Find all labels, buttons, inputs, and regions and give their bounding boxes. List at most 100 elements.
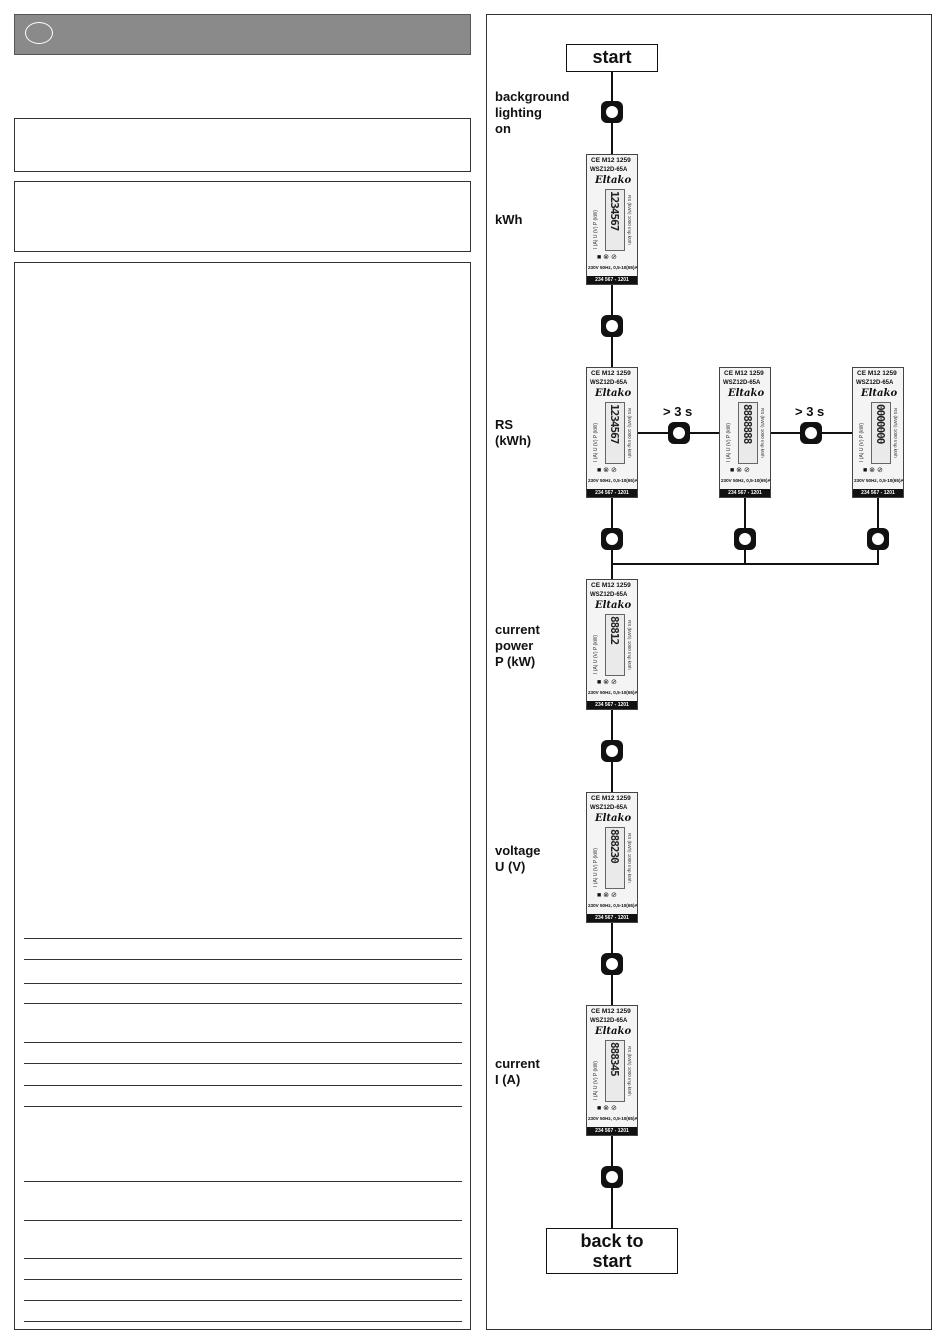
flowchart-panel — [486, 14, 932, 1330]
table-rule — [24, 1279, 462, 1280]
meter-side-labels-right: RS (kWh) 1000 Imp kWh — [627, 1046, 632, 1096]
hold-press-node — [800, 422, 822, 444]
meter-reading: 8888888 — [741, 404, 754, 444]
meter-reading: 888230 — [608, 829, 621, 863]
meter-side-labels-right: RS (kWh) 1000 Imp kWh — [627, 833, 632, 883]
meter-side-labels: I (A) U (V) P (kW) — [859, 422, 865, 462]
hold-label-2: > 3 s — [795, 404, 825, 419]
meter-model: WSZ12D-65A — [590, 805, 628, 811]
table-rule — [24, 1220, 462, 1221]
hold-press-node — [668, 422, 690, 444]
button-press-node — [601, 1166, 623, 1188]
content-box — [14, 262, 471, 1330]
meter-ce-mark: CE M12 1259 — [591, 582, 631, 589]
meter-side-labels: I (A) U (V) P (kW) — [593, 209, 599, 249]
meter-serial: 234 567 - 1201 — [587, 914, 637, 922]
meter-side-labels-right: RS (kWh) 1000 Imp kWh — [627, 195, 632, 245]
meter-display-voltage: CE M12 1259 WSZ12D-65A Eltako 888230 I (… — [586, 792, 638, 923]
table-rule — [24, 1258, 462, 1259]
meter-model: WSZ12D-65A — [590, 167, 628, 173]
meter-lcd — [605, 189, 625, 251]
meter-spec: 230V 50Hz, 0,5-10(65)A — [721, 478, 771, 483]
button-press-node — [601, 528, 623, 550]
meter-side-labels: I (A) U (V) P (kW) — [726, 422, 732, 462]
meter-reading: 1234567 — [608, 191, 621, 231]
start-box: start — [566, 44, 658, 72]
table-rule — [24, 983, 462, 984]
meter-lcd — [871, 402, 891, 464]
back-to-start-box: back to start — [546, 1228, 678, 1274]
hold-label-1: > 3 s — [663, 404, 693, 419]
meter-spec: 230V 50Hz, 0,5-10(65)A — [588, 265, 638, 270]
step-label-rs: RS (kWh) — [495, 417, 532, 448]
table-rule — [24, 1042, 462, 1043]
meter-display-rs-test: CE M12 1259 WSZ12D-65A Eltako 8888888 I … — [719, 367, 771, 498]
table-rule — [24, 1300, 462, 1301]
meter-lcd — [605, 1040, 625, 1102]
meter-spec: 230V 50Hz, 0,5-10(65)A — [854, 478, 904, 483]
meter-button-icon: ■ ⊗ ⊘ — [597, 1105, 617, 1112]
meter-side-labels-right: RS (kWh) 1000 Imp kWh — [760, 408, 765, 458]
meter-spec: 230V 50Hz, 0,5-10(65)A — [588, 478, 638, 483]
meter-reading: 888345 — [608, 1042, 621, 1076]
step-label-voltage: voltage U (V) — [495, 843, 541, 874]
meter-brand-logo: Eltako — [595, 600, 632, 611]
meter-side-labels-right: RS (kWh) 1000 Imp kWh — [893, 408, 898, 458]
meter-brand-logo: Eltako — [595, 1026, 632, 1037]
meter-ce-mark: CE M12 1259 — [591, 157, 631, 164]
meter-spec: 230V 50Hz, 0,5-10(65)A — [588, 1116, 638, 1121]
meter-side-labels: I (A) U (V) P (kW) — [593, 422, 599, 462]
button-press-node — [601, 740, 623, 762]
meter-model: WSZ12D-65A — [590, 380, 628, 386]
button-press-node — [601, 101, 623, 123]
meter-ce-mark: CE M12 1259 — [591, 795, 631, 802]
meter-model: WSZ12D-65A — [590, 592, 628, 598]
meter-serial: 234 567 - 1201 — [587, 276, 637, 284]
step-label-current: current I (A) — [495, 1056, 540, 1087]
step-label-kwh: kWh — [495, 212, 523, 227]
meter-reading: 88812 — [608, 616, 621, 645]
meter-serial: 234 567 - 1201 — [853, 489, 903, 497]
meter-brand-logo: Eltako — [595, 813, 632, 824]
meter-serial: 234 567 - 1201 — [587, 1127, 637, 1135]
meter-side-labels-right: RS (kWh) 1000 Imp kWh — [627, 620, 632, 670]
meter-brand-logo: Eltako — [861, 388, 898, 399]
meter-button-icon: ■ ⊗ ⊘ — [597, 892, 617, 899]
table-rule — [24, 1063, 462, 1064]
table-rule — [24, 959, 462, 960]
meter-model: WSZ12D-65A — [856, 380, 894, 386]
meter-side-labels: I (A) U (V) P (kW) — [593, 847, 599, 887]
meter-spec: 230V 50Hz, 0,5-10(65)A — [588, 903, 638, 908]
meter-brand-logo: Eltako — [595, 388, 632, 399]
button-press-node — [601, 315, 623, 337]
meter-button-icon: ■ ⊗ ⊘ — [597, 467, 617, 474]
meter-ce-mark: CE M12 1259 — [591, 1008, 631, 1015]
meter-display-rs: CE M12 1259 WSZ12D-65A Eltako 1234567 I … — [586, 367, 638, 498]
meter-reading: 1234567 — [608, 404, 621, 444]
meter-lcd — [605, 827, 625, 889]
language-badge — [25, 22, 53, 44]
meter-display-power: CE M12 1259 WSZ12D-65A Eltako 88812 I (A… — [586, 579, 638, 710]
meter-button-icon: ■ ⊗ ⊘ — [730, 467, 750, 474]
table-rule — [24, 1003, 462, 1004]
notice-box-1 — [14, 118, 471, 172]
meter-brand-logo: Eltako — [595, 175, 632, 186]
meter-side-labels: I (A) U (V) P (kW) — [593, 634, 599, 674]
meter-ce-mark: CE M12 1259 — [724, 370, 764, 377]
table-rule — [24, 1181, 462, 1182]
meter-side-labels: I (A) U (V) P (kW) — [593, 1060, 599, 1100]
notice-box-2 — [14, 181, 471, 252]
table-rule — [24, 1321, 462, 1322]
meter-display-rs-reset: CE M12 1259 WSZ12D-65A Eltako 0000000 I … — [852, 367, 904, 498]
table-rule — [24, 1106, 462, 1107]
step-label-backlight: background lighting on — [495, 89, 570, 136]
meter-model: WSZ12D-65A — [590, 1018, 628, 1024]
flow-line — [611, 563, 879, 565]
meter-display-kwh: CE M12 1259 WSZ12D-65A Eltako 1234567 I … — [586, 154, 638, 285]
meter-ce-mark: CE M12 1259 — [857, 370, 897, 377]
step-label-power: current power P (kW) — [495, 622, 540, 669]
meter-serial: 234 567 - 1201 — [720, 489, 770, 497]
meter-lcd — [605, 402, 625, 464]
table-rule — [24, 938, 462, 939]
meter-model: WSZ12D-65A — [723, 380, 761, 386]
